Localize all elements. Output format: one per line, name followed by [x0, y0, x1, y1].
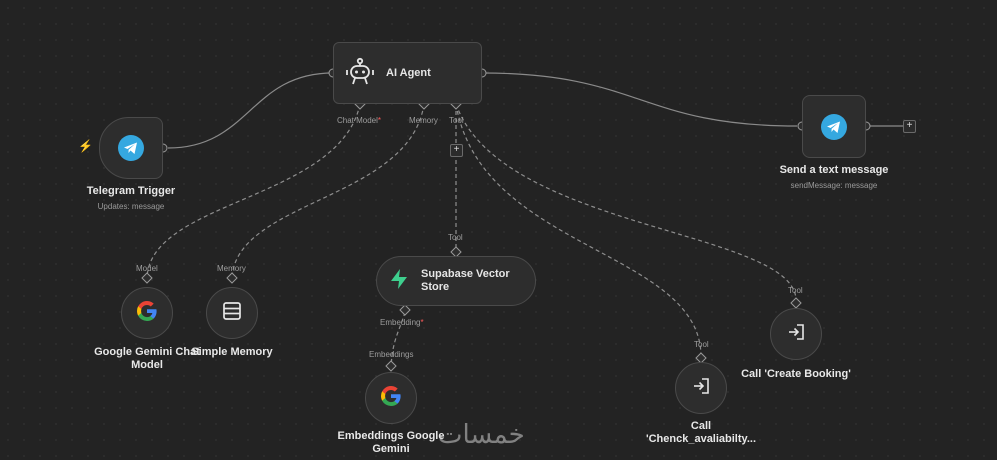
lightning-icon: ⚡ — [78, 139, 93, 153]
robot-icon — [344, 57, 376, 90]
check-tool-port-label: Tool — [694, 340, 709, 349]
call-check-availability-node[interactable] — [675, 362, 727, 414]
send-message-title: Send a text message — [779, 164, 889, 176]
telegram-icon — [118, 135, 144, 161]
gemini-port-label: Model — [136, 264, 158, 273]
edge-trigger-to-agent — [167, 72, 334, 149]
ai-agent-node[interactable]: AI Agent — [333, 42, 482, 104]
telegram-icon — [821, 113, 847, 140]
create-tool-port-label: Tool — [788, 286, 803, 295]
edge-memory-to-memory — [231, 103, 425, 279]
google-icon — [135, 299, 159, 328]
google-icon — [379, 384, 403, 413]
edge-chatmodel-to-gemini — [146, 103, 361, 279]
supabase-tool-port-label: Tool — [448, 233, 463, 242]
call-check-title: Call'Chenck_avaliabilty... — [645, 420, 757, 445]
edge-agent-to-send — [481, 72, 798, 127]
add-tool-plus[interactable]: + — [450, 144, 463, 157]
call-create-booking-node[interactable] — [770, 308, 822, 360]
port-label-memory: Memory — [409, 116, 438, 125]
port-label-tool: Tool — [449, 116, 464, 125]
port-embeddings — [385, 360, 397, 372]
telegram-trigger-node[interactable] — [99, 117, 163, 179]
port-label-chat-model: Chat Model* — [337, 116, 382, 125]
edge-tool-to-check — [455, 103, 702, 357]
telegram-trigger-title: Telegram Trigger — [86, 185, 176, 197]
port-create-tool — [790, 297, 802, 309]
port-gemini-model — [141, 272, 153, 284]
embeddings-google-node[interactable] — [365, 372, 417, 424]
supabase-icon — [389, 268, 409, 295]
simple-memory-title: Simple Memory — [191, 346, 273, 358]
call-create-title: Call 'Create Booking' — [741, 368, 851, 380]
watermark: خمسات — [438, 420, 525, 450]
ai-agent-title: AI Agent — [386, 67, 431, 79]
supabase-embedding-port-label: Embedding* — [380, 318, 424, 327]
gemini-chat-node[interactable] — [121, 287, 173, 339]
port-supabase-embedding — [399, 304, 411, 316]
tool-call-icon — [786, 322, 806, 347]
telegram-trigger-subtitle: Updates: message — [97, 202, 165, 211]
embeddings-port-label: Embeddings — [369, 350, 414, 359]
port-simple-memory — [226, 272, 238, 284]
add-next-node-plus[interactable]: + — [903, 120, 916, 133]
tool-call-icon — [691, 376, 711, 401]
send-message-node[interactable] — [802, 95, 866, 158]
database-icon — [221, 300, 243, 327]
send-message-subtitle: sendMessage: message — [790, 181, 878, 190]
memory-port-label: Memory — [217, 264, 246, 273]
simple-memory-node[interactable] — [206, 287, 258, 339]
